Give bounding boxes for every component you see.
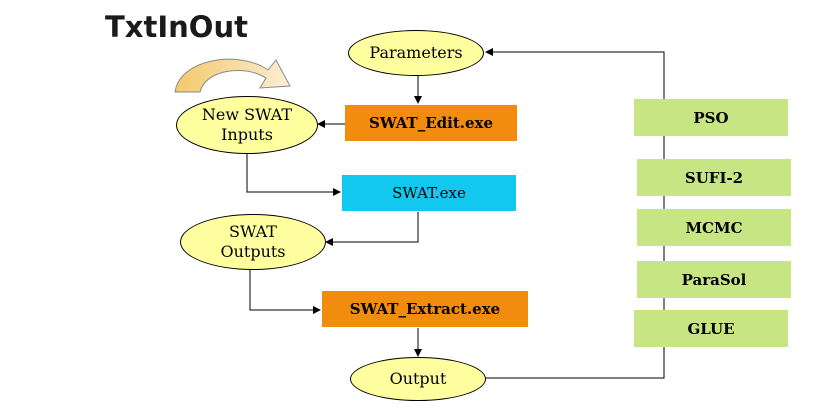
- output-label: Output: [389, 369, 447, 388]
- algorithm-mcmc-label: MCMC: [685, 218, 743, 237]
- diagram-title: TxtInOut: [105, 10, 248, 44]
- swat-outputs-line-2: Outputs: [220, 242, 286, 261]
- algorithm-sufi2-label: SUFI-2: [684, 168, 744, 187]
- algorithm-parasol: ParaSol: [637, 261, 791, 298]
- swat-edit-label: SWAT_Edit.exe: [369, 114, 493, 132]
- algorithm-pso: PSO: [634, 99, 788, 136]
- new-swat-inputs-label: New SWAT Inputs: [202, 105, 292, 145]
- new-swat-inputs-node: New SWAT Inputs: [176, 96, 318, 154]
- arrow-outputs-to-extract: [249, 268, 321, 314]
- parameters-label: Parameters: [369, 43, 463, 62]
- algorithm-mcmc: MCMC: [637, 209, 791, 246]
- swat-outputs-node: SWAT Outputs: [180, 214, 326, 270]
- algorithm-sufi2: SUFI-2: [637, 159, 791, 196]
- algorithm-glue-label: GLUE: [687, 319, 735, 338]
- swat-exe-box: SWAT.exe: [342, 175, 516, 211]
- swat-edit-box: SWAT_Edit.exe: [345, 105, 517, 141]
- arrow-inputs-to-swat: [246, 153, 341, 196]
- swat-outputs-line-1: SWAT: [229, 222, 277, 241]
- swat-exe-label: SWAT.exe: [392, 184, 466, 202]
- swat-extract-box: SWAT_Extract.exe: [322, 291, 528, 327]
- output-node: Output: [350, 357, 486, 401]
- cycle-arrow-icon: [174, 58, 291, 93]
- new-swat-inputs-line-1: New SWAT: [201, 105, 293, 124]
- arrow-swat-to-outputs: [325, 212, 419, 246]
- algorithm-parasol-label: ParaSol: [681, 270, 747, 289]
- algorithm-glue: GLUE: [634, 310, 788, 347]
- new-swat-inputs-line-2: Inputs: [221, 125, 273, 144]
- parameters-node: Parameters: [348, 30, 484, 76]
- algorithm-pso-label: PSO: [693, 108, 729, 127]
- swat-outputs-label: SWAT Outputs: [220, 222, 285, 262]
- swat-extract-label: SWAT_Extract.exe: [349, 300, 501, 318]
